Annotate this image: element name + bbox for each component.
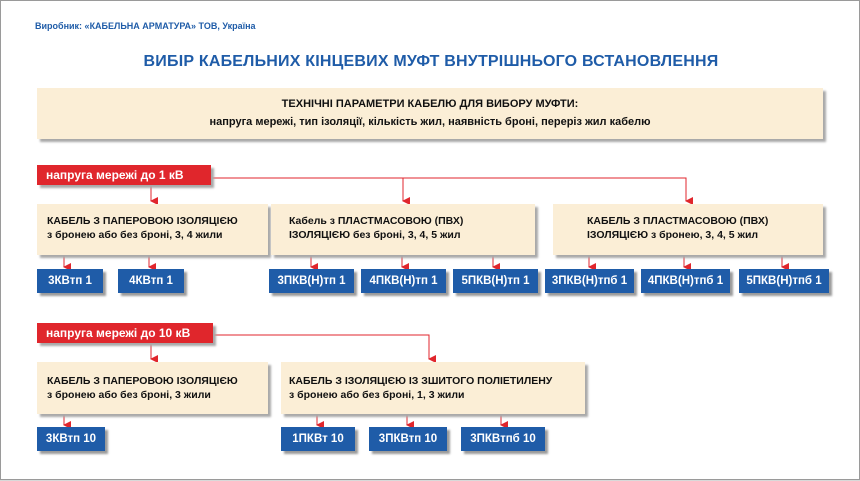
product-4pkvntp1[interactable]: 4ПКВ(Н)тп 1 [361,269,446,293]
product-4pkvntpb1[interactable]: 4ПКВ(Н)тпб 1 [641,269,730,293]
cable-pvc-1kv-line1: Кабель з ПЛАСТМАСОВОЮ (ПВХ) [289,215,464,227]
arrow-1kv-to-pvc-armored [403,177,693,205]
cable-paper-1kv-line2: з бронею або без броні, 3, 4 жили [47,229,223,241]
cable-xlpe-10kv-line1: КАБЕЛЬ З ІЗОЛЯЦІЄЮ ІЗ ЗШИТОГО ПОЛІЕТИЛЕН… [289,375,553,387]
product-1pkvt10[interactable]: 1ПКВт 10 [281,427,355,451]
cable-pvc-armored-1kv-box: КАБЕЛЬ З ПЛАСТМАСОВОЮ (ПВХ) ІЗОЛЯЦІЄЮ з … [553,204,823,255]
cable-paper-1kv-box: КАБЕЛЬ З ПАПЕРОВОЮ ІЗОЛЯЦІЄЮ з бронею аб… [37,204,268,255]
technical-parameters-box: ТЕХНІЧНІ ПАРАМЕТРИ КАБЕЛЮ ДЛЯ ВИБОРУ МУФ… [37,88,823,139]
cable-paper-10kv-line2: з бронею або без броні, 3 жили [47,389,211,401]
cable-pvc-1kv-box: Кабель з ПЛАСТМАСОВОЮ (ПВХ) ІЗОЛЯЦІЄЮ бе… [271,204,535,255]
arrow-10kv-to-xlpe [213,334,436,363]
voltage-10kv-box: напруга мережі до 10 кВ [37,323,213,343]
cable-xlpe-10kv-box: КАБЕЛЬ З ІЗОЛЯЦІЄЮ ІЗ ЗШИТОГО ПОЛІЕТИЛЕН… [281,362,585,414]
cable-pvc-armored-1kv-line1: КАБЕЛЬ З ПЛАСТМАСОВОЮ (ПВХ) [587,215,769,227]
product-3kvtp10[interactable]: 3КВтп 10 [37,427,105,451]
product-5pkvntpb1[interactable]: 5ПКВ(Н)тпб 1 [739,269,829,293]
params-heading: ТЕХНІЧНІ ПАРАМЕТРИ КАБЕЛЮ ДЛЯ ВИБОРУ МУФ… [281,98,579,110]
cable-paper-10kv-line1: КАБЕЛЬ З ПАПЕРОВОЮ ІЗОЛЯЦІЄЮ [47,375,238,387]
product-3pkvntpb1[interactable]: 3ПКВ(Н)тпб 1 [545,269,634,293]
cable-pvc-1kv-line2: ІЗОЛЯЦІЄЮ без броні, 3, 4, 5 жил [289,229,461,241]
product-3pkvntp1[interactable]: 3ПКВ(Н)тп 1 [269,269,354,293]
page-title: ВИБІР КАБЕЛЬНИХ КІНЦЕВИХ МУФТ ВНУТРІШНЬО… [143,53,719,70]
arrow-1kv-to-pvc [211,177,410,205]
product-3pkvtpb10[interactable]: 3ПКВтпб 10 [461,427,545,451]
product-3pkvtp10[interactable]: 3ПКВтп 10 [369,427,447,451]
cable-pvc-armored-1kv-line2: ІЗОЛЯЦІЄЮ з бронею, 3, 4, 5 жил [587,229,759,241]
product-4kvtp1[interactable]: 4КВтп 1 [118,269,184,293]
cable-paper-10kv-box: КАБЕЛЬ З ПАПЕРОВОЮ ІЗОЛЯЦІЄЮ з бронею аб… [37,362,268,414]
product-3kvtp1[interactable]: 3КВтп 1 [37,269,103,293]
cable-xlpe-10kv-line2: з бронею або без броні, 1, 3 жили [289,389,465,401]
params-list: напруга мережі, тип ізоляції, кількість … [209,116,651,128]
manufacturer-label: Виробник: «КАБЕЛЬНА АРМАТУРА» ТОВ, Украї… [35,21,256,31]
product-5pkvntp1[interactable]: 5ПКВ(Н)тп 1 [453,269,538,293]
cable-paper-1kv-line1: КАБЕЛЬ З ПАПЕРОВОЮ ІЗОЛЯЦІЄЮ [47,215,238,227]
voltage-1kv-box: напруга мережі до 1 кВ [37,165,211,185]
